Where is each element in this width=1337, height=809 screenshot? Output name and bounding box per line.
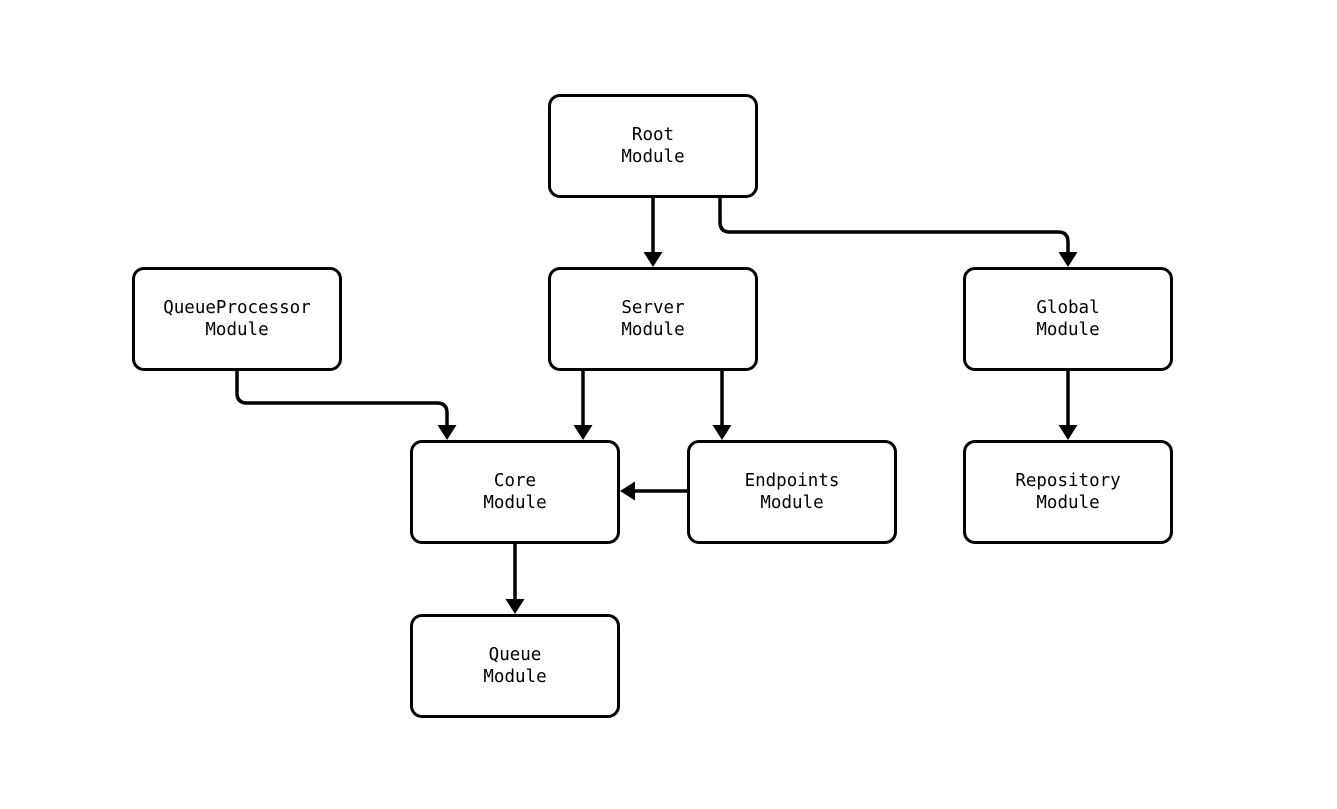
arrowhead-root-to-global [1058,252,1078,267]
node-server-label-line1: Server [621,298,685,318]
node-repository-label-line1: Repository [1015,471,1121,491]
arrowhead-queueprocessor-to-core [437,425,457,440]
node-global[interactable]: Global Module [963,267,1173,371]
edge-root-to-global [718,198,1070,258]
node-endpoints-label-line2: Module [760,493,824,513]
arrowhead-server-to-core [573,425,593,440]
node-endpoints-label-line1: Endpoints [744,471,840,491]
node-server[interactable]: Server Module [548,267,758,371]
node-queue[interactable]: Queue Module [410,614,620,718]
arrowhead-server-to-endpoints [712,425,732,440]
node-endpoints[interactable]: Endpoints Module [687,440,897,544]
node-core-label-line2: Module [483,493,547,513]
node-server-label-line2: Module [621,320,685,340]
node-root-label-line2: Module [621,147,685,167]
node-queueprocessor-label-line1: QueueProcessor [163,298,311,318]
node-global-label-line2: Module [1036,320,1100,340]
arrowhead-endpoints-to-core [620,481,635,501]
edge-queueprocessor-to-core [235,371,449,431]
arrowhead-root-to-server [643,252,663,267]
node-root-label-line1: Root [631,125,675,145]
node-queue-label-line1: Queue [488,645,542,665]
node-root[interactable]: Root Module [548,94,758,198]
arrowhead-core-to-queue [505,599,525,614]
node-queueprocessor-label-line2: Module [205,320,269,340]
node-queue-label-line2: Module [483,667,547,687]
node-repository[interactable]: Repository Module [963,440,1173,544]
node-queueprocessor[interactable]: QueueProcessor Module [132,267,342,371]
node-repository-label-line2: Module [1036,493,1100,513]
arrowhead-global-to-repository [1058,425,1078,440]
node-core[interactable]: Core Module [410,440,620,544]
node-core-label-line1: Core [493,471,537,491]
node-global-label-line1: Global [1036,298,1100,318]
